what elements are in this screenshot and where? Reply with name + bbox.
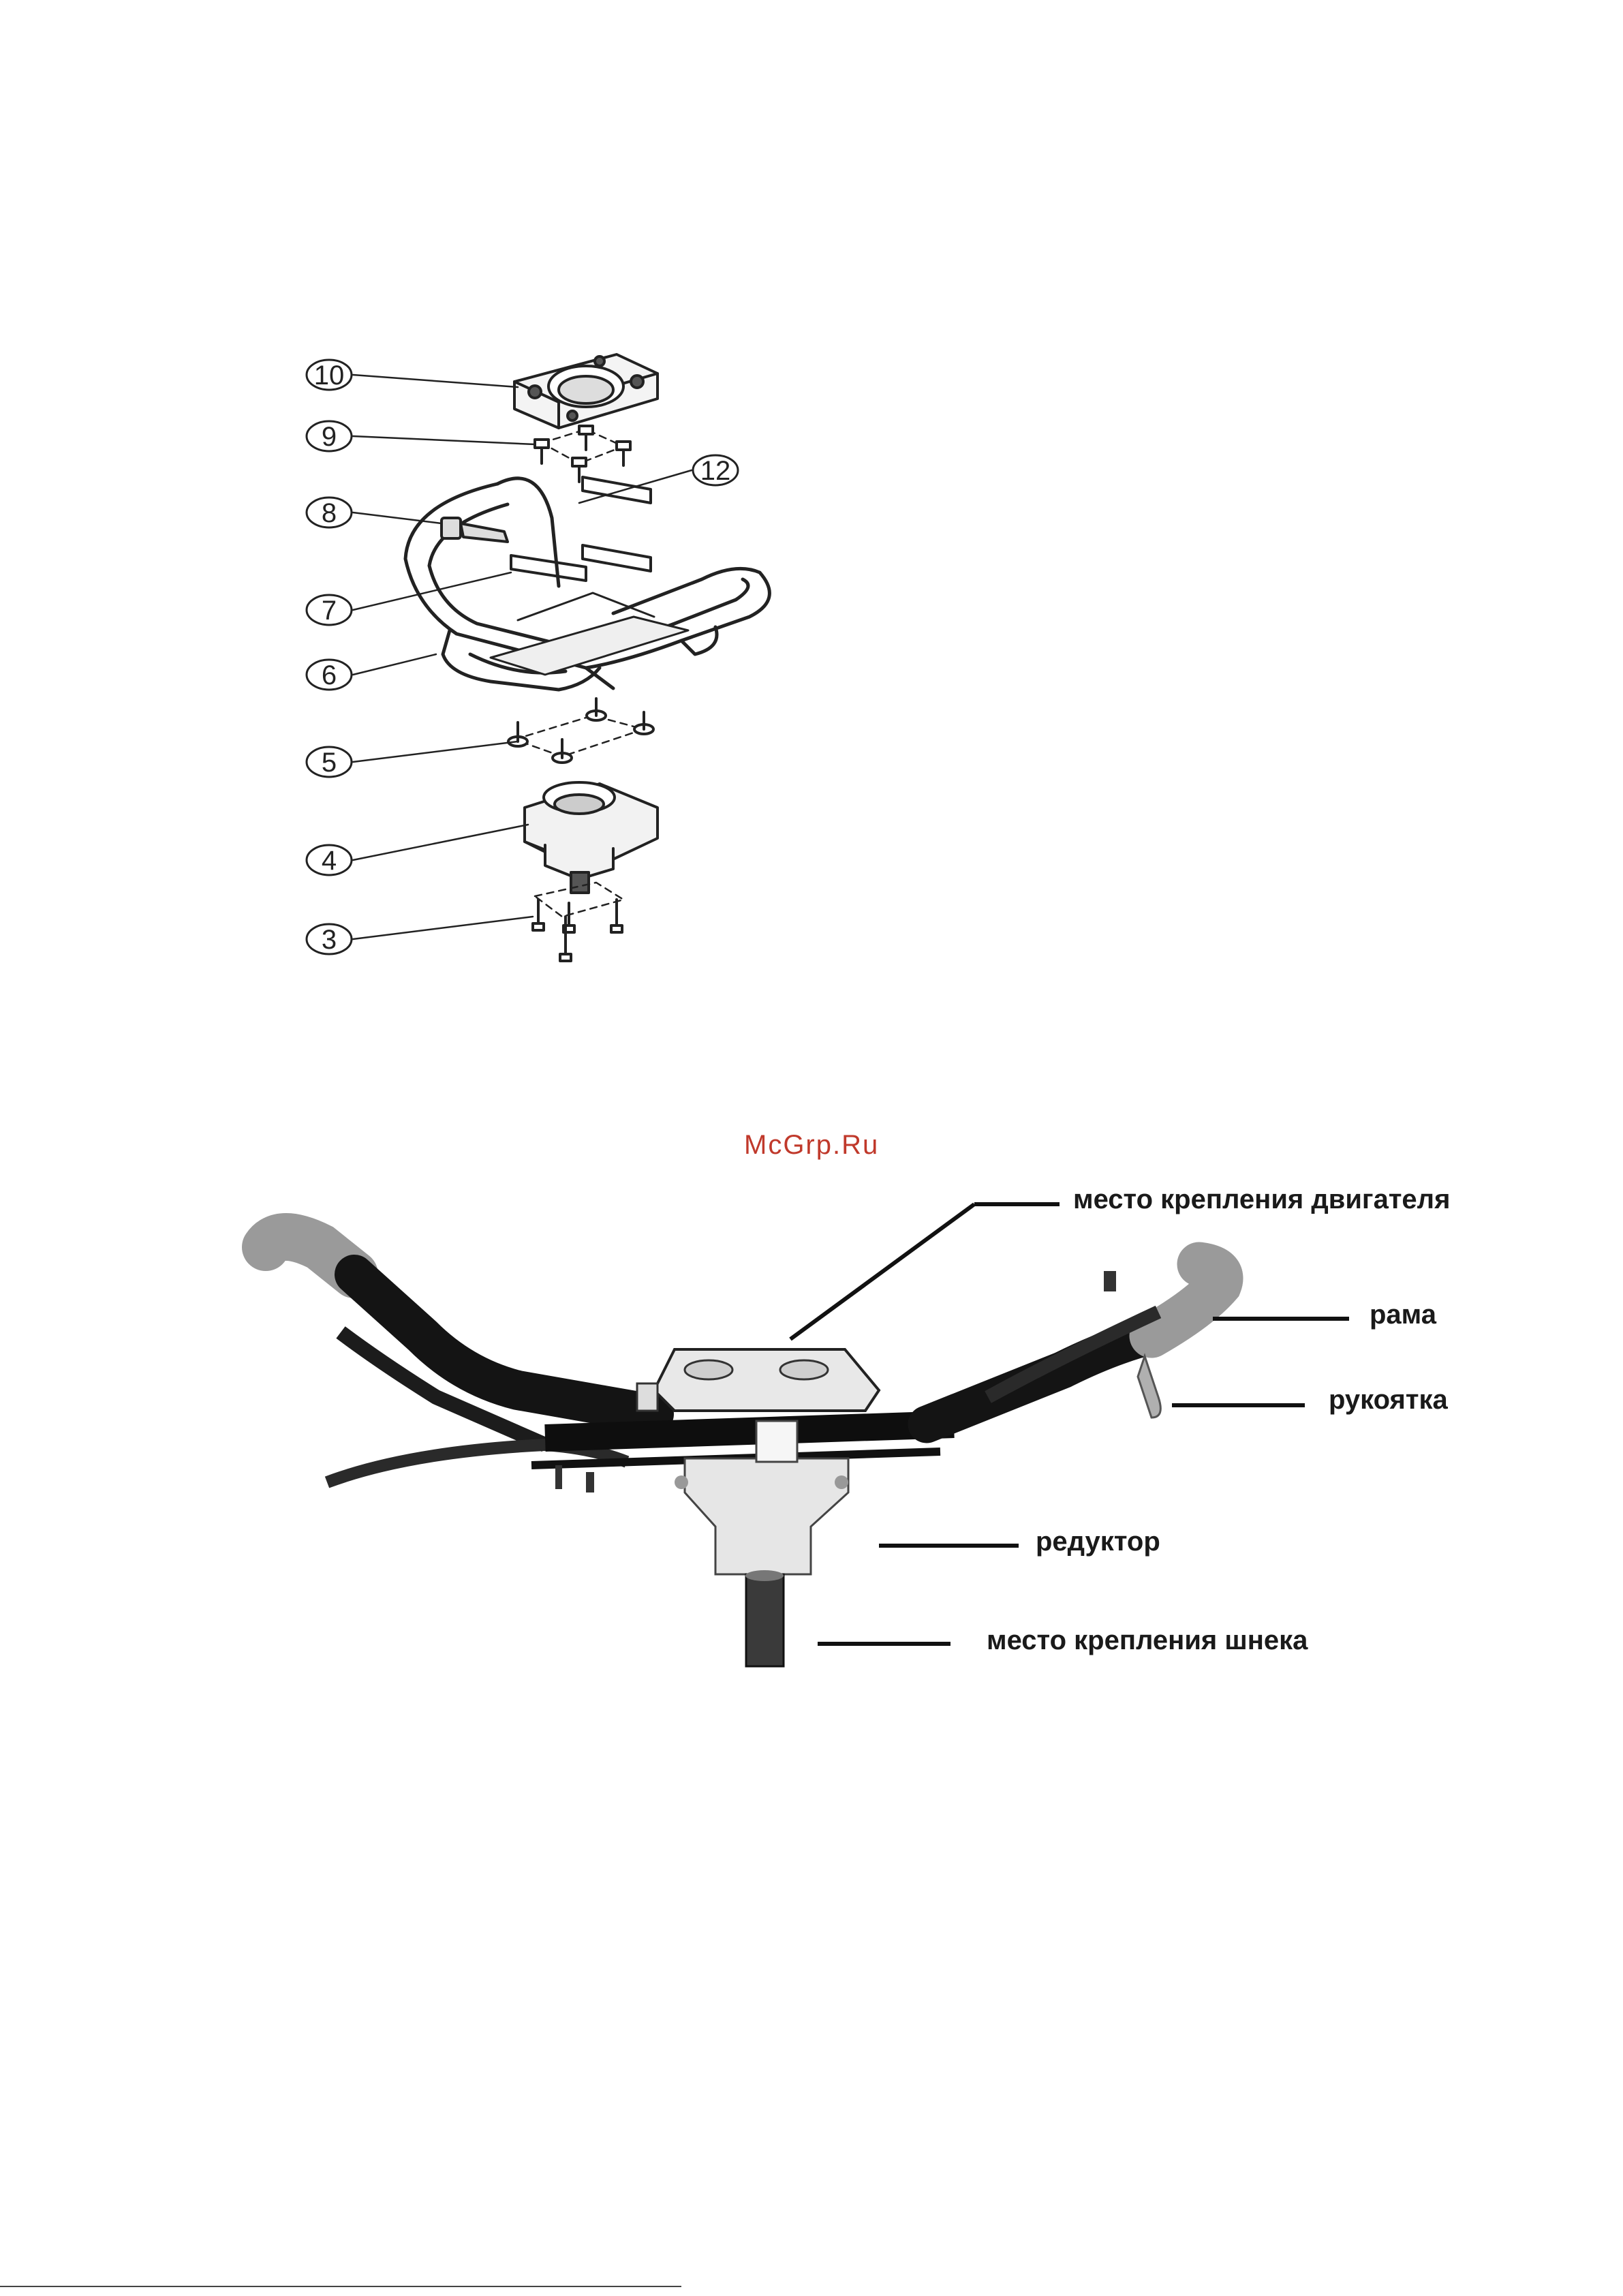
assembled-unit-photo — [0, 0, 1623, 1704]
label-handle: рукоятка — [1329, 1385, 1448, 1415]
label-auger-mount: место крепления шнека — [987, 1625, 1308, 1656]
label-gearbox: редуктор — [1036, 1527, 1160, 1557]
label-engine-mount: место крепления двигателя — [1073, 1184, 1450, 1215]
footer-rule — [0, 2286, 681, 2287]
auger-frame-illustration — [266, 1237, 1221, 1666]
label-frame: рама — [1370, 1300, 1436, 1330]
